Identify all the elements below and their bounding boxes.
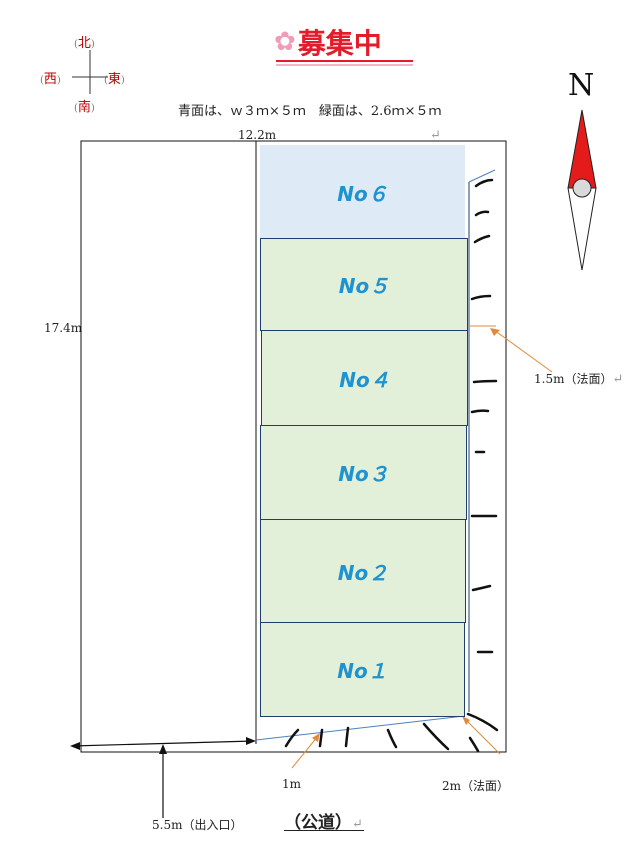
slope-hatch-icon (470, 178, 498, 654)
plot-no1: No１ (260, 622, 465, 717)
bottom-gap-label: 1m (282, 777, 302, 791)
entrance-label: 5.5m（出入口） (152, 818, 243, 832)
plot-no2: No２ (260, 519, 466, 623)
compass-needle-icon (567, 109, 597, 271)
road-underline (284, 830, 364, 831)
east-label: (東) (104, 72, 125, 87)
plot-label: No５ (338, 274, 390, 298)
compass-north-label: N (568, 68, 595, 103)
plot-no4: No４ (261, 330, 468, 426)
compass-cross-icon (72, 50, 108, 94)
plot-label: No３ (338, 462, 389, 486)
return-mark-icon: ↵ (430, 128, 441, 143)
plot-no6: No６ (260, 145, 465, 240)
plot-label: No２ (337, 560, 389, 585)
top-width-label: 12.2m (238, 128, 277, 142)
bottom-slope-label: 2m（法面） (442, 779, 510, 793)
road-label: （公道）↵ (284, 813, 363, 833)
sakura-icon: ✿ (274, 27, 296, 57)
size-description: 青面は、ｗ３ｍ×５ｍ 緑面は、2.6ｍ×５ｍ (178, 104, 442, 119)
plot-no5: No５ (260, 238, 468, 331)
plot-label: No１ (337, 659, 388, 683)
west-label: (西) (40, 72, 61, 87)
title-underline (276, 60, 413, 62)
page-title: ✿募集中 (274, 27, 382, 60)
plot-no3: No３ (260, 425, 467, 520)
left-height-label: 17.4m (44, 321, 83, 335)
north-label: (北) (74, 36, 95, 51)
plot-label: No４ (339, 367, 390, 392)
south-label: (南) (74, 100, 95, 115)
plot-label: No６ (337, 182, 388, 206)
title-underline-pink (276, 64, 413, 66)
bottom-hatch-icon (284, 712, 499, 753)
slope-right-label: 1.5m（法面）↵ (534, 372, 624, 387)
